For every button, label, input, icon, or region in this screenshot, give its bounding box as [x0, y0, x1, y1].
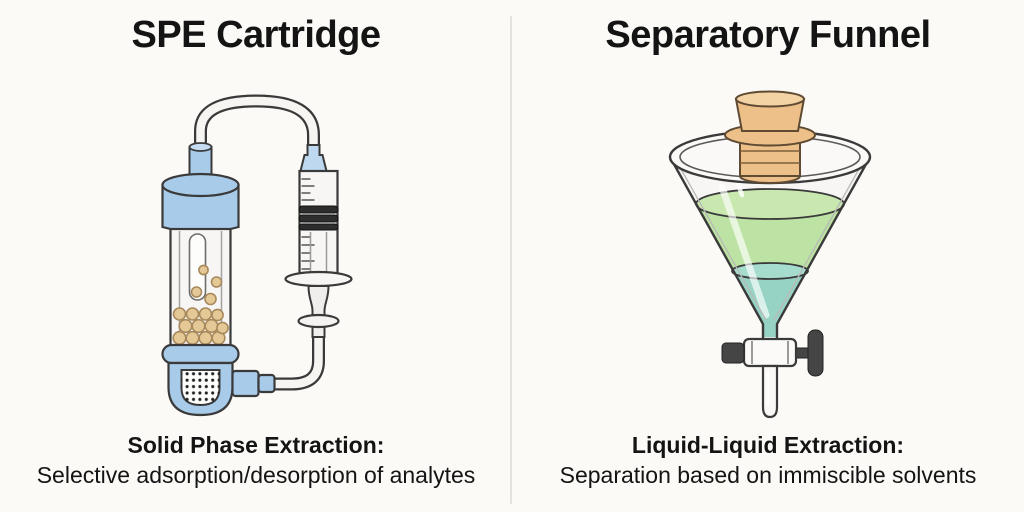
- funnel-caption-title: Liquid-Liquid Extraction:: [631, 432, 905, 459]
- spe-title: SPE Cartridge: [131, 14, 381, 56]
- side-outlet: [231, 370, 260, 398]
- funnel-cone-outline: [668, 156, 872, 340]
- spe-illustration-area: [0, 82, 512, 431]
- upper-liquid-surface: [695, 187, 845, 220]
- cartridge-cap: [161, 173, 240, 234]
- plunger-rod: [307, 285, 330, 320]
- spe-caption-subtitle: Selective adsorption/desorption of analy…: [36, 461, 476, 488]
- panel-divider: [510, 16, 512, 504]
- liquid-boundary: [731, 261, 809, 280]
- funnel-title: Separatory Funnel: [605, 14, 931, 56]
- plunger-seal: [298, 205, 339, 231]
- separatory-funnel-panel: Separatory Funnel: [512, 0, 1024, 512]
- funnel-caption: Liquid-Liquid Extraction: Separation bas…: [560, 431, 977, 490]
- funnel-liquids: [695, 187, 845, 337]
- handle-grip: [807, 329, 824, 377]
- spe-cartridge-diagram: [161, 94, 353, 417]
- outlet-nub: [257, 374, 276, 394]
- outlet-stem: [761, 364, 779, 418]
- funnel-illustration-area: [512, 82, 1024, 431]
- syringe: [284, 144, 353, 339]
- spe-caption-title: Solid Phase Extraction:: [127, 432, 385, 459]
- frit-dots: [181, 370, 220, 406]
- funnel-caption-subtitle: Separation based on immiscible solvents: [559, 461, 977, 488]
- separatory-funnel-diagram: [668, 90, 872, 418]
- cork-top: [735, 90, 805, 108]
- syringe-tip: [299, 144, 328, 173]
- stopcock-plug: [721, 342, 745, 364]
- spe-cartridge-body: [161, 142, 276, 417]
- sorbent-beads: [172, 264, 229, 346]
- arch-tube: [194, 94, 320, 156]
- lower-liquid-layer: [732, 270, 808, 337]
- spe-caption: Solid Phase Extraction: Selective adsorp…: [37, 431, 476, 490]
- spe-cartridge-panel: SPE Cartridge: [0, 14, 512, 490]
- stopcock: [721, 329, 824, 377]
- cork-stopper: [724, 90, 816, 184]
- barrel-graduations: [301, 178, 315, 270]
- cartridge-bottom-fitting: [161, 344, 276, 417]
- elbow-tube: [265, 335, 325, 391]
- barrel-flange: [284, 271, 353, 288]
- inner-wall-lines: [676, 161, 864, 321]
- thumb-rest: [297, 314, 340, 329]
